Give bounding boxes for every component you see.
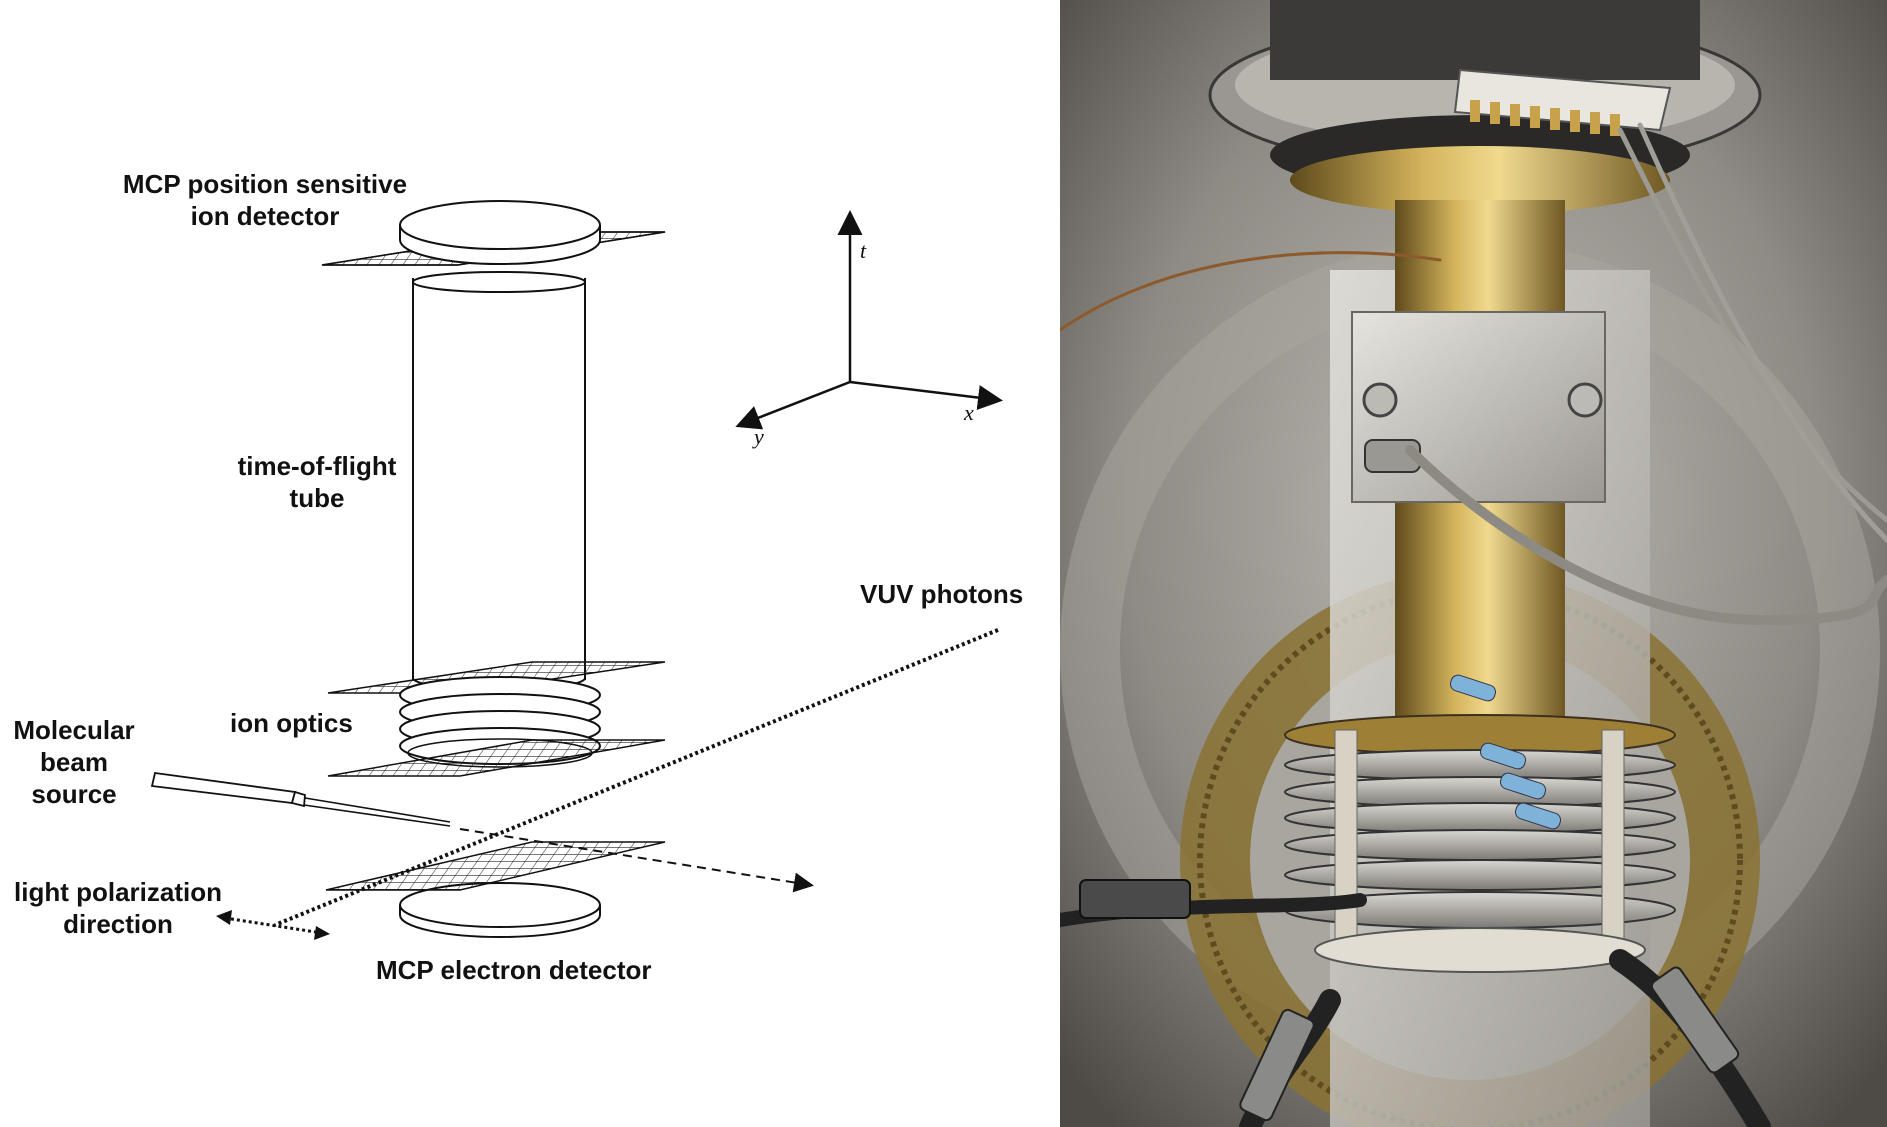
molecular-beam-source	[150, 771, 814, 893]
time-of-flight-tube	[412, 271, 586, 691]
ion-detector-label-line2: ion detector	[190, 201, 340, 231]
polarization-label-line1: light polarization	[14, 877, 222, 907]
photo-drawing	[1060, 0, 1887, 1127]
spectrometer-schematic: MCP position sensitive ion detector time…	[0, 168, 1024, 985]
polarization-label-line2: direction	[63, 909, 173, 939]
axis-y-label: y	[754, 424, 764, 449]
tof-tube-label-line2: tube	[289, 483, 345, 513]
molecular-beam-label-line1: Molecular	[13, 715, 135, 745]
polarization-label: light polarization direction	[0, 876, 236, 940]
schematic-drawing	[150, 200, 1003, 940]
vuv-photon-beam	[274, 628, 999, 927]
spectrometer-photo	[1060, 0, 1887, 1127]
electrode-stack	[1284, 714, 1676, 973]
aluminum-mounting-block	[1351, 311, 1606, 503]
vuv-photons-label: VUV photons	[860, 579, 1024, 609]
molecular-beam-label: Molecular beam source	[0, 714, 148, 810]
feedthrough-connector	[1453, 68, 1672, 136]
resistor-chain	[1449, 674, 1562, 830]
ion-optics-stack	[327, 661, 666, 777]
electron-detector-label: MCP electron detector	[376, 955, 652, 985]
axis-x-label: x	[964, 400, 974, 425]
molecular-beam-label-line3: source	[31, 779, 117, 809]
ion-detector-label-line1: MCP position sensitive	[122, 169, 408, 199]
polarization-arrow	[216, 910, 330, 940]
coax-connectors	[1079, 879, 1740, 1122]
axis-t-label: t	[860, 238, 867, 263]
ion-detector-disc	[399, 200, 601, 265]
ion-optics-label: ion optics	[230, 708, 353, 738]
tof-tube-label-line1: time-of-flight	[237, 451, 397, 481]
molecular-beam-label-line2: beam	[40, 747, 108, 777]
electron-detector	[325, 841, 666, 938]
tof-tube-label: time-of-flight tube	[222, 450, 412, 514]
ion-detector-label: MCP position sensitive ion detector	[100, 168, 430, 232]
coordinate-axes	[735, 210, 1003, 430]
